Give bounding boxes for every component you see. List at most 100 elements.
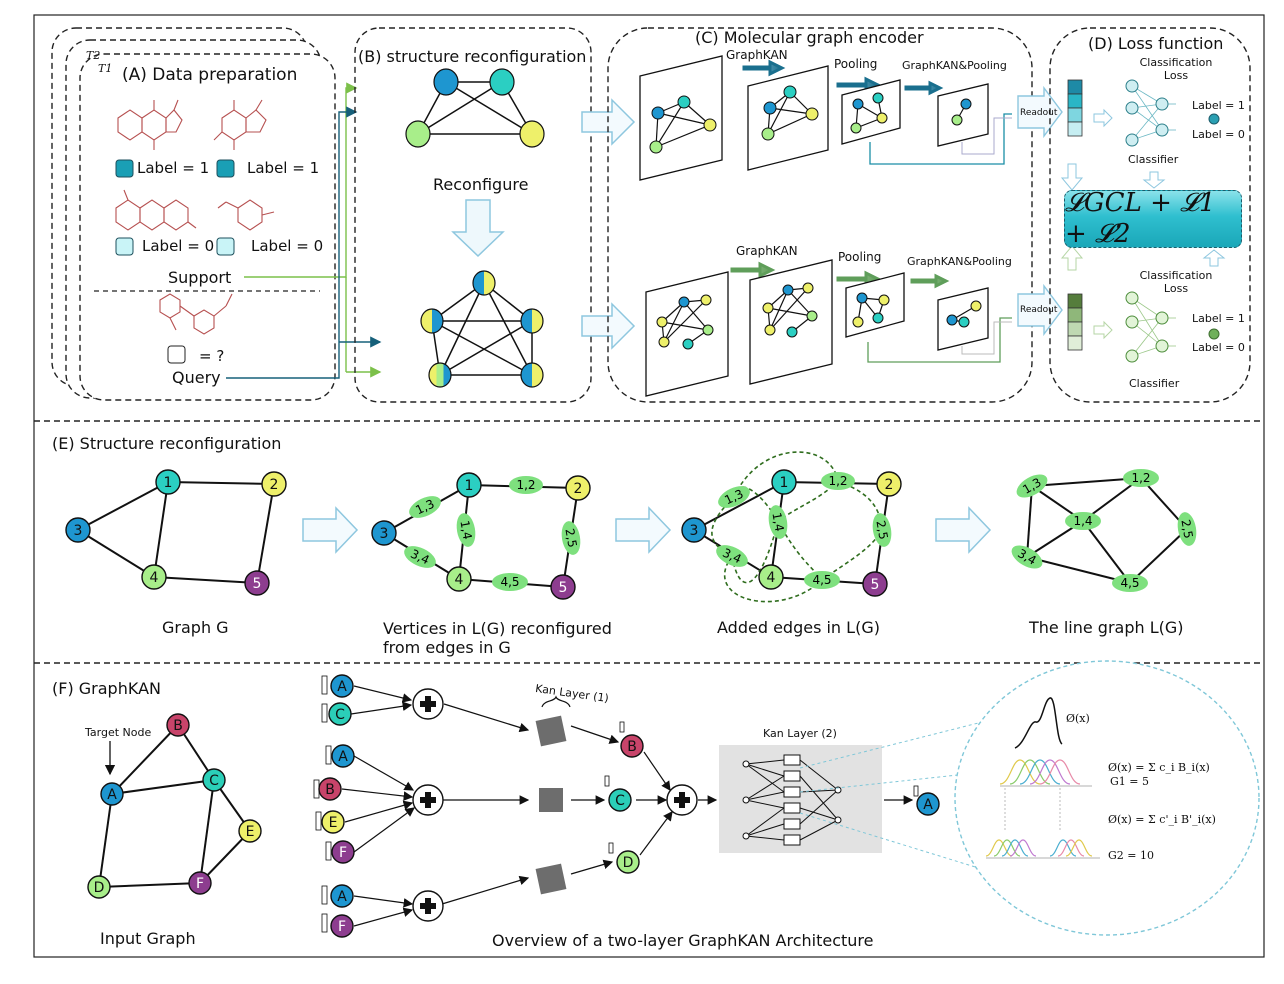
panel-c-title: (C) Molecular graph encoder [695,28,924,47]
svg-text:A: A [923,797,933,813]
svg-text:E: E [329,815,338,831]
input-graph-node-E: E [238,819,262,843]
input-graph-node-D: D [87,875,111,899]
reconfigure-label: Reconfigure [433,175,529,194]
target-node-label: Target Node [85,726,152,739]
readout-label: Readout [1020,305,1058,315]
svg-text:5: 5 [559,580,568,596]
lg-step2-node-1: 1 [771,469,797,495]
svg-text:2: 2 [574,481,583,497]
svg-text:E: E [246,824,255,840]
svg-text:B: B [325,782,335,798]
line-graph-vertex-3,4: 3,4 [1011,545,1043,569]
svg-text:1,4: 1,4 [1073,514,1092,528]
arch-node-E: E [321,810,345,834]
outer-frame [33,14,1265,958]
g1-label: G1 = 5 [1110,775,1149,788]
input-graph-caption: Input Graph [100,929,196,948]
svg-text:B: B [627,739,637,755]
line-graph-vertex-4,5: 4,5 [1112,574,1148,592]
graphkan-label: GraphKAN [726,48,788,62]
classifier-label: Classifier [1128,153,1179,166]
molecule-4 [217,199,275,231]
arch-node-A: A [916,792,940,816]
label-text: Label = 1 [247,159,320,177]
svg-text:2,5: 2,5 [873,519,890,540]
caption-line-graph: The line graph L(G) [1029,618,1184,637]
caption-graph-g: Graph G [162,618,229,637]
svg-text:5: 5 [253,576,262,592]
svg-text:1,2: 1,2 [1131,471,1150,485]
arch-node-F: F [331,840,355,864]
lg-step1-node-3: 3 [371,520,397,546]
graphkan-pooling-label: GraphKAN&Pooling [902,59,1007,72]
label-text: Label = 0 [142,237,215,255]
svg-text:1: 1 [164,475,173,491]
panel-a-title: (A) Data preparation [122,65,298,85]
svg-text:3: 3 [690,523,699,539]
line-graph-vertex-1,3: 1,3 [1016,474,1048,498]
svg-text:2: 2 [885,477,894,493]
graph-g-node-2: 2 [261,471,287,497]
pooling-label: Pooling [834,57,878,71]
molecule-2 [213,99,267,150]
graph-g-node-1: 1 [155,469,181,495]
svg-text:A: A [337,889,347,905]
lg-step2-node-4: 4 [758,564,784,590]
edge-vertex-1,3: 1,3 [409,496,441,518]
arch-node-B: B [318,777,342,801]
svg-text:A: A [107,787,117,803]
input-graph-node-F: F [188,871,212,895]
svg-text:A: A [337,679,347,695]
edge-vertex-2,5: 2,5 [561,521,581,555]
svg-text:4,5: 4,5 [1120,576,1139,590]
input-graph-node-C: C [202,768,226,792]
arch-node-C: C [328,702,352,726]
arch-node-F: F [330,914,354,938]
svg-text:5: 5 [871,577,880,593]
svg-text:2,5: 2,5 [1178,518,1195,539]
panel-c [607,27,1033,403]
panel-f-title: (F) GraphKAN [52,679,161,698]
input-graph-node-B: B [166,713,190,737]
molecule-3 [115,189,197,231]
lg-step2-node-2: 2 [876,471,902,497]
panel-d-title: (D) Loss function [1088,34,1224,53]
lg-step1-node-2: 2 [565,475,591,501]
line-graph-vertex-1,2: 1,2 [1123,469,1159,487]
edge-vertex-1,2: 1,2 [509,476,543,494]
svg-text:F: F [339,845,347,861]
graph-g-node-5: 5 [244,570,270,596]
molecule-1 [117,99,183,150]
label-text: Label = 0 [251,237,324,255]
edge-vertex-1,4: 1,4 [456,513,476,547]
query-label: Query [172,368,221,387]
lg-step2-node-3: 3 [681,517,707,543]
task-label: T1 [98,62,113,75]
graph-g-node-4: 4 [141,564,167,590]
kan-layer-2-label: Kan Layer (2) [763,727,837,740]
svg-text:2,5: 2,5 [562,527,579,548]
edge-vertex-4,5: 4,5 [804,571,840,589]
pooling-label: Pooling [838,250,882,264]
svg-text:B: B [173,718,183,734]
label-1: Label = 1 [1192,99,1245,112]
svg-text:3: 3 [74,523,83,539]
svg-text:4: 4 [455,572,464,588]
panel-e [77,451,1188,603]
readout-arrow [1017,283,1063,337]
edge-vertex-3,4: 3,4 [404,546,436,568]
svg-text:4,5: 4,5 [500,575,519,589]
svg-text:4: 4 [767,570,776,586]
classification-loss-label: Classification Loss [1139,56,1213,83]
label-0: Label = 0 [1192,128,1245,141]
lg-step1-node-4: 4 [446,566,472,592]
phi-label: Ø(x) [1066,712,1090,725]
classifier-label: Classifier [1129,377,1180,390]
svg-text:F: F [338,919,346,935]
svg-text:1,4: 1,4 [769,511,786,532]
panel-b-title: (B) structure reconfiguration [358,47,587,66]
label-text: Label = 1 [137,159,210,177]
overview-caption: Overview of a two-layer GraphKAN Archite… [492,931,874,950]
